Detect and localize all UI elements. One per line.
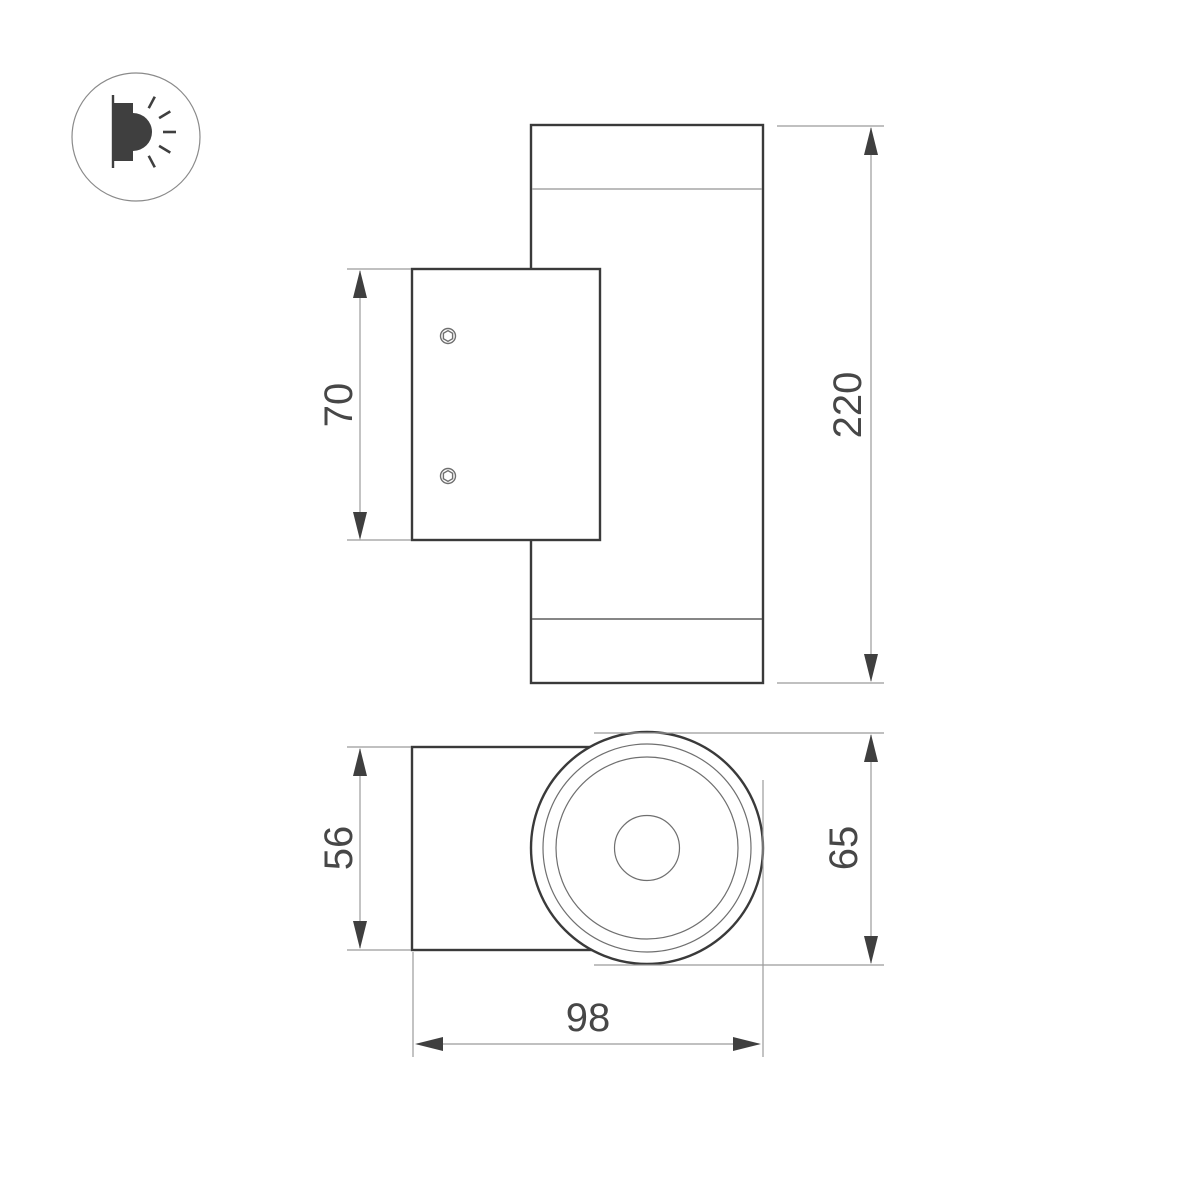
body-ring-3 <box>555 756 739 940</box>
dimension-overall-depth: 98 <box>412 780 764 1057</box>
dimension-bracket-height: 70 <box>317 268 411 541</box>
dim-label-70: 70 <box>317 383 361 428</box>
dimension-body-depth: 56 <box>317 746 411 951</box>
dim-label-65: 65 <box>822 826 866 871</box>
dim-label-98: 98 <box>566 996 611 1040</box>
screw-bottom-icon <box>439 467 457 485</box>
logo-ring <box>71 72 201 202</box>
dimension-overall-height: 220 <box>777 125 884 684</box>
arrow-left-icon <box>415 1037 443 1051</box>
dim-label-220: 220 <box>826 372 870 439</box>
arrow-down-icon <box>864 654 878 682</box>
dimension-body-diameter: 65 <box>594 732 884 966</box>
arrow-up-icon <box>864 734 878 762</box>
screw-top-icon <box>439 327 457 345</box>
top-view <box>410 730 765 966</box>
body-outer-circle <box>529 730 765 966</box>
dim-label-56: 56 <box>317 826 361 871</box>
arrow-up-icon <box>353 270 367 298</box>
body-ring-2 <box>542 743 752 953</box>
lens-center-circle <box>613 814 681 882</box>
arrow-down-icon <box>353 512 367 540</box>
mounting-plate-front <box>410 267 602 542</box>
arrow-right-icon <box>733 1037 761 1051</box>
logo-badge <box>71 72 201 202</box>
arrow-down-icon <box>864 936 878 964</box>
front-view <box>410 123 765 685</box>
wall-lamp-icon <box>111 95 176 168</box>
arrow-up-icon <box>864 127 878 155</box>
arrow-up-icon <box>353 748 367 776</box>
arrow-down-icon <box>353 921 367 949</box>
